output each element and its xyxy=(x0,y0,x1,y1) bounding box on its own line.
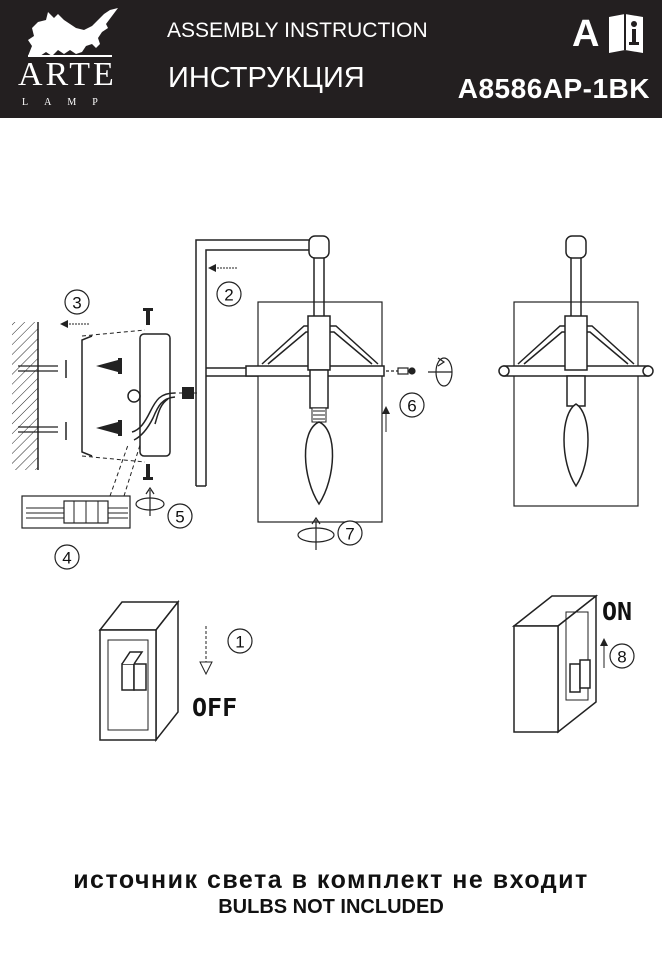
switch-box-on xyxy=(511,594,599,734)
step-badge-6: 6 xyxy=(399,392,425,418)
wall-anchors xyxy=(18,365,58,433)
bulbs-not-included-english: BULBS NOT INCLUDED xyxy=(218,896,444,918)
arrow-step-3 xyxy=(60,320,90,328)
assembled-lamp xyxy=(498,235,654,507)
switch-on-label: ON xyxy=(602,597,632,626)
switch-box-off xyxy=(98,599,180,743)
rotate-icon-step-7 xyxy=(297,516,335,550)
model-number: A8586AP-1BK xyxy=(457,73,650,104)
wire-connector xyxy=(182,387,194,399)
arrow-step-6 xyxy=(382,406,390,432)
mounting-bracket xyxy=(65,335,93,457)
lamp-wires xyxy=(127,389,176,441)
glass-shade xyxy=(257,301,383,523)
step-badge-2: 2 xyxy=(216,281,242,307)
canopy-screw-top xyxy=(143,308,153,325)
header-bar: ARTE LAMP ASSEMBLY INSTRUCTION ИНСТРУКЦИ… xyxy=(0,0,662,118)
wall-hatching xyxy=(12,322,39,470)
switch-off-label: OFF xyxy=(192,693,237,722)
step-number-5: 5 xyxy=(175,508,184,527)
class-letter: A xyxy=(572,13,600,55)
step-badge-4: 4 xyxy=(54,544,80,570)
step-number-6: 6 xyxy=(407,397,416,416)
step-badge-7: 7 xyxy=(337,520,363,546)
title-english: ASSEMBLY INSTRUCTION xyxy=(167,19,428,42)
step-number-3: 3 xyxy=(72,294,81,313)
finial-screw xyxy=(386,367,416,375)
assembly-diagram: OFF ON 1 2 3 4 5 6 7 8 xyxy=(12,235,654,743)
step-badge-1: 1 xyxy=(227,628,253,654)
bulb xyxy=(304,407,334,506)
brand-subtitle: LAMP xyxy=(22,97,114,108)
shade-frame xyxy=(245,315,385,409)
bulbs-not-included-russian: источник света в комплект не входит xyxy=(73,866,589,894)
lamp-stem xyxy=(308,235,330,316)
step-badge-8: 8 xyxy=(609,643,635,669)
screw-upper xyxy=(96,358,122,374)
arrow-step-8 xyxy=(600,638,608,668)
rotate-icon-step-6 xyxy=(428,357,453,387)
title-russian: ИНСТРУКЦИЯ xyxy=(168,62,365,94)
step-badge-5: 5 xyxy=(167,503,193,529)
step-badge-3: 3 xyxy=(64,289,90,315)
screw-lower xyxy=(96,420,122,436)
griffin-logo-icon xyxy=(28,8,118,57)
brand-name: ARTE xyxy=(18,56,117,93)
step-number-8: 8 xyxy=(617,648,626,667)
manual-info-icon xyxy=(609,14,643,53)
step-number-4: 4 xyxy=(62,549,71,568)
step-number-1: 1 xyxy=(235,633,244,652)
step-number-7: 7 xyxy=(345,525,354,544)
arrow-step-2 xyxy=(208,264,238,272)
terminal-block xyxy=(21,495,131,529)
step-number-2: 2 xyxy=(224,286,233,305)
canopy-screw-bottom xyxy=(143,464,153,480)
lamp-arm xyxy=(195,239,312,487)
rotate-icon-step-5 xyxy=(135,486,165,516)
arrow-step-1 xyxy=(199,626,213,676)
